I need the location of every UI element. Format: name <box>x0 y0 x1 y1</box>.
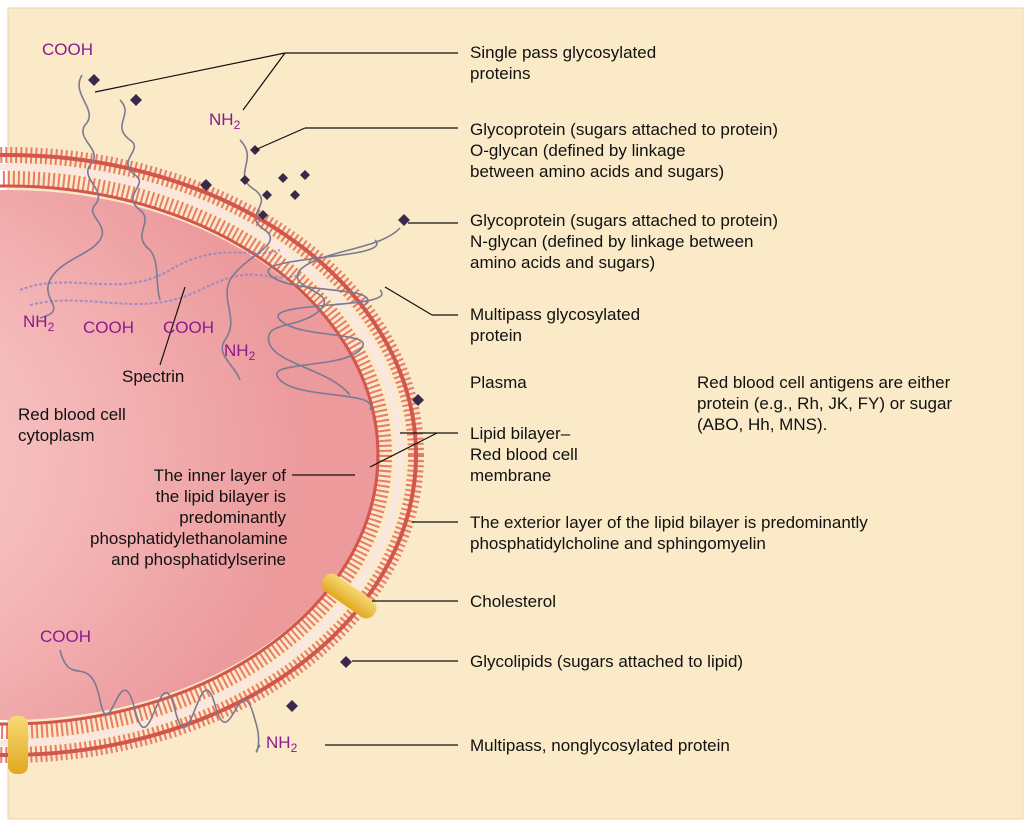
label-o-glycan: Glycoprotein (sugars attached to protein… <box>470 119 778 182</box>
label-multipass-nonglycosylated: Multipass, nonglycosylated protein <box>470 735 730 756</box>
nh2-terminus-top: NH2 <box>209 110 240 135</box>
label-glycolipids: Glycolipids (sugars attached to lipid) <box>470 651 743 672</box>
label-cholesterol: Cholesterol <box>470 591 556 612</box>
nh2-terminus-mid: NH2 <box>224 341 255 366</box>
label-plasma: Plasma <box>470 372 527 393</box>
cooh-terminus-left-2: COOH <box>163 318 214 338</box>
cholesterol-molecule-left <box>8 716 28 774</box>
label-exterior-layer: The exterior layer of the lipid bilayer … <box>470 512 868 554</box>
nh2-terminus-bottom: NH2 <box>266 733 297 758</box>
cooh-terminus-bottom: COOH <box>40 627 91 647</box>
nh2-terminus-left: NH2 <box>23 312 54 337</box>
cooh-terminus-top: COOH <box>42 40 93 60</box>
cooh-terminus-left-1: COOH <box>83 318 134 338</box>
label-n-glycan: Glycoprotein (sugars attached to protein… <box>470 210 778 273</box>
label-spectrin: Spectrin <box>122 366 184 387</box>
